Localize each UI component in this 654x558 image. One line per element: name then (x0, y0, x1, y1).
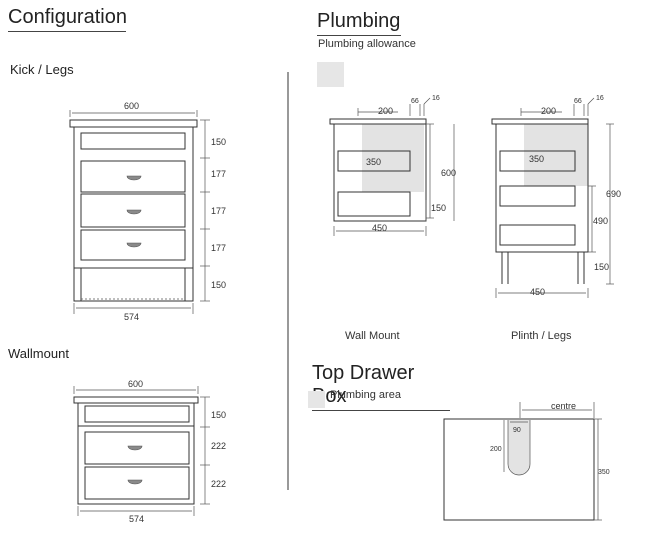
kick-legs-label: Kick / Legs (10, 62, 74, 77)
drawer-handle-icon (127, 445, 143, 451)
kick-legs-cabinet: 600 574 150 177 177 177 150 (69, 101, 226, 322)
drawer-handle-icon (126, 209, 142, 215)
plinth-plumb-dim-490: 490 (593, 216, 608, 226)
plumbing-plinth-view: 200 66 16 350 690 490 150 450 (491, 95, 621, 298)
wall-plumb-dim-600: 600 (441, 168, 456, 178)
wall-plumb-dim-450: 450 (372, 223, 387, 233)
drawer-handle-icon (126, 175, 142, 181)
kick-dim-150-top: 150 (211, 137, 226, 147)
plinth-plumb-dim-450: 450 (530, 287, 545, 297)
plinth-plumb-dim-690: 690 (606, 189, 621, 199)
plumbing-area-swatch (308, 391, 325, 408)
kick-width-top: 600 (124, 101, 139, 111)
configuration-title: Configuration (8, 6, 127, 32)
kick-dim-177-b: 177 (211, 206, 226, 216)
wallmount-cabinet: 600 574 150 222 222 (73, 379, 226, 524)
wall-plumb-dim-350: 350 (366, 157, 381, 167)
kick-dim-177-a: 177 (211, 169, 226, 179)
wall-plumb-dim-16: 16 (432, 95, 440, 102)
wall-dim-222-b: 222 (211, 479, 226, 489)
wall-width-top: 600 (128, 379, 143, 389)
plumbing-allowance-swatch (317, 62, 344, 87)
plumbing-area-label: Plumbing area (330, 389, 401, 401)
plinth-plumb-dim-200: 200 (541, 106, 556, 116)
wall-width-base: 574 (129, 514, 144, 524)
kick-dim-150-bottom: 150 (211, 280, 226, 290)
wall-mount-label: Wall Mount (345, 330, 400, 342)
wallmount-label: Wallmount (8, 346, 69, 361)
drawer-handle-icon (126, 242, 142, 248)
plumbing-allowance-label: Plumbing allowance (318, 38, 416, 50)
cutout-dim-90: 90 (513, 427, 521, 434)
kick-width-base: 574 (124, 312, 139, 322)
drawer-dim-350: 350 (598, 469, 610, 476)
plumbing-wall-mount-view: 200 66 16 350 600 150 450 (329, 95, 456, 236)
plinth-plumb-dim-350: 350 (529, 154, 544, 164)
plinth-plumb-dim-150: 150 (594, 262, 609, 272)
wall-dim-150: 150 (211, 410, 226, 420)
wall-dim-222-a: 222 (211, 441, 226, 451)
plumbing-cutout (508, 420, 530, 475)
cutout-dim-200: 200 (490, 446, 502, 453)
top-drawer-box: centre 90 200 350 (443, 401, 610, 521)
wall-plumb-dim-150: 150 (431, 203, 446, 213)
plinth-legs-label: Plinth / Legs (511, 330, 572, 342)
kick-dim-177-c: 177 (211, 243, 226, 253)
plinth-plumb-dim-66: 66 (574, 98, 582, 105)
wall-plumb-dim-200: 200 (378, 106, 393, 116)
plumbing-title: Plumbing (317, 10, 401, 36)
top-drawer-title: Top Drawer Box (312, 362, 450, 411)
drawer-handle-icon (127, 479, 143, 485)
wall-plumb-dim-66: 66 (411, 98, 419, 105)
centre-label: centre (551, 401, 576, 411)
plinth-plumb-dim-16: 16 (596, 95, 604, 102)
